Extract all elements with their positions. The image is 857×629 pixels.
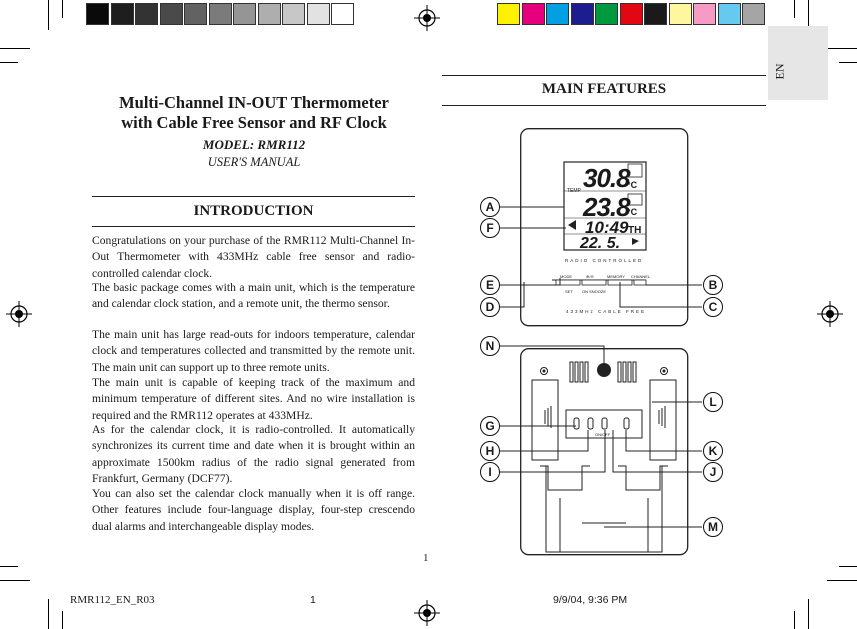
lcd-indoor-temperature: 23.8 (583, 192, 631, 222)
callout-n: N (480, 336, 500, 356)
section-rule-bottom (92, 226, 415, 227)
color-swatch (497, 3, 520, 25)
callout-f: F (480, 218, 500, 238)
lcd-day-label: TH (628, 225, 642, 236)
color-swatch (693, 3, 716, 25)
callout-l: L (703, 392, 723, 412)
footer-page: 1 (310, 594, 316, 606)
color-swatch (668, 3, 692, 25)
color-swatch (546, 3, 569, 25)
section-heading-main-features: MAIN FEATURES (541, 81, 667, 97)
intro-paragraph: Congratulations on your purchase of the … (92, 234, 415, 280)
main-unit-back-diagram (520, 348, 689, 556)
callout-a: A (480, 197, 500, 217)
registration-mark-icon (414, 5, 440, 31)
footer-filename: RMR112_EN_R03 (70, 594, 155, 606)
lcd-time: 10:49 (585, 218, 629, 237)
manual-label: USER'S MANUAL (207, 155, 301, 169)
callout-h: H (480, 441, 500, 461)
radio-controlled-label: RADIO CONTROLLED (565, 258, 644, 263)
main-unit-front-diagram (520, 128, 689, 327)
color-swatch (717, 3, 741, 25)
color-swatch (619, 3, 643, 25)
section-heading-introduction: INTRODUCTION (193, 203, 314, 219)
language-tab-label: EN (772, 63, 787, 80)
color-swatch (570, 3, 594, 25)
color-swatch (208, 3, 232, 25)
callout-i: I (480, 462, 500, 482)
document-title-line1: Multi-Channel IN-OUT Thermometer (119, 93, 389, 112)
registration-mark-icon (414, 600, 440, 626)
color-swatch (159, 3, 183, 25)
intro-paragraph: The basic package comes with a main unit… (92, 281, 415, 311)
lcd-outdoor-temperature: 30.8 (583, 163, 631, 193)
callout-k: K (703, 441, 723, 461)
callout-b: B (703, 275, 723, 295)
model-number: MODEL: RMR112 (202, 137, 306, 152)
channel-button-label: CHANNEL (631, 274, 651, 279)
section-rule-top (442, 75, 766, 76)
color-swatch (233, 3, 256, 25)
callout-j: J (703, 462, 723, 482)
document-title-line2: with Cable Free Sensor and RF Clock (121, 113, 387, 132)
registration-mark-icon (6, 301, 32, 327)
color-swatch (282, 3, 305, 25)
color-swatch (135, 3, 158, 25)
plus-minus-button-label: ⊕/⊖ (586, 274, 594, 279)
memory-button-label: MEMORY (607, 274, 625, 279)
registration-mark-icon (817, 301, 843, 327)
color-swatch (86, 3, 109, 25)
language-tab (768, 26, 828, 100)
color-swatch (331, 3, 354, 25)
callout-leader-lines (499, 206, 702, 528)
intro-paragraph: As for the calendar clock, it is radio-c… (92, 423, 415, 486)
color-swatch (184, 3, 207, 25)
color-swatch (257, 3, 281, 25)
cable-free-label: 433MHz CABLE FREE (566, 309, 647, 314)
footer-timestamp: 9/9/04, 9:36 PM (553, 594, 628, 606)
lcd-date: 22. 5. (580, 235, 621, 252)
color-swatch (595, 3, 618, 25)
lcd-temp-label: TEMP (567, 188, 581, 194)
callout-e: E (480, 275, 500, 295)
intro-paragraph: The main unit is capable of keeping trac… (92, 376, 415, 422)
intro-paragraph: You can also set the calendar clock manu… (92, 487, 415, 533)
section-rule-top (92, 196, 415, 197)
lcd-outdoor-unit: °C (627, 180, 638, 190)
set-button-label: SET (565, 289, 573, 294)
callout-c: C (703, 297, 723, 317)
color-swatch (110, 3, 134, 25)
color-swatch (521, 3, 545, 25)
callout-d: D (480, 297, 500, 317)
color-swatch (306, 3, 330, 25)
color-swatch (644, 3, 667, 25)
on-snooze-button-label: ON SNOOZE (582, 289, 607, 294)
intro-paragraph: The main unit has large read-outs for in… (92, 328, 415, 374)
mode-button-label: MODE (560, 274, 572, 279)
callout-g: G (480, 416, 500, 436)
on-off-switch-label: ON/OFF (595, 432, 611, 437)
lcd-indoor-unit: °C (627, 207, 638, 217)
callout-m: M (703, 517, 723, 537)
page-number: 1 (423, 552, 429, 564)
section-rule-bottom (442, 105, 766, 106)
color-swatch (742, 3, 765, 25)
